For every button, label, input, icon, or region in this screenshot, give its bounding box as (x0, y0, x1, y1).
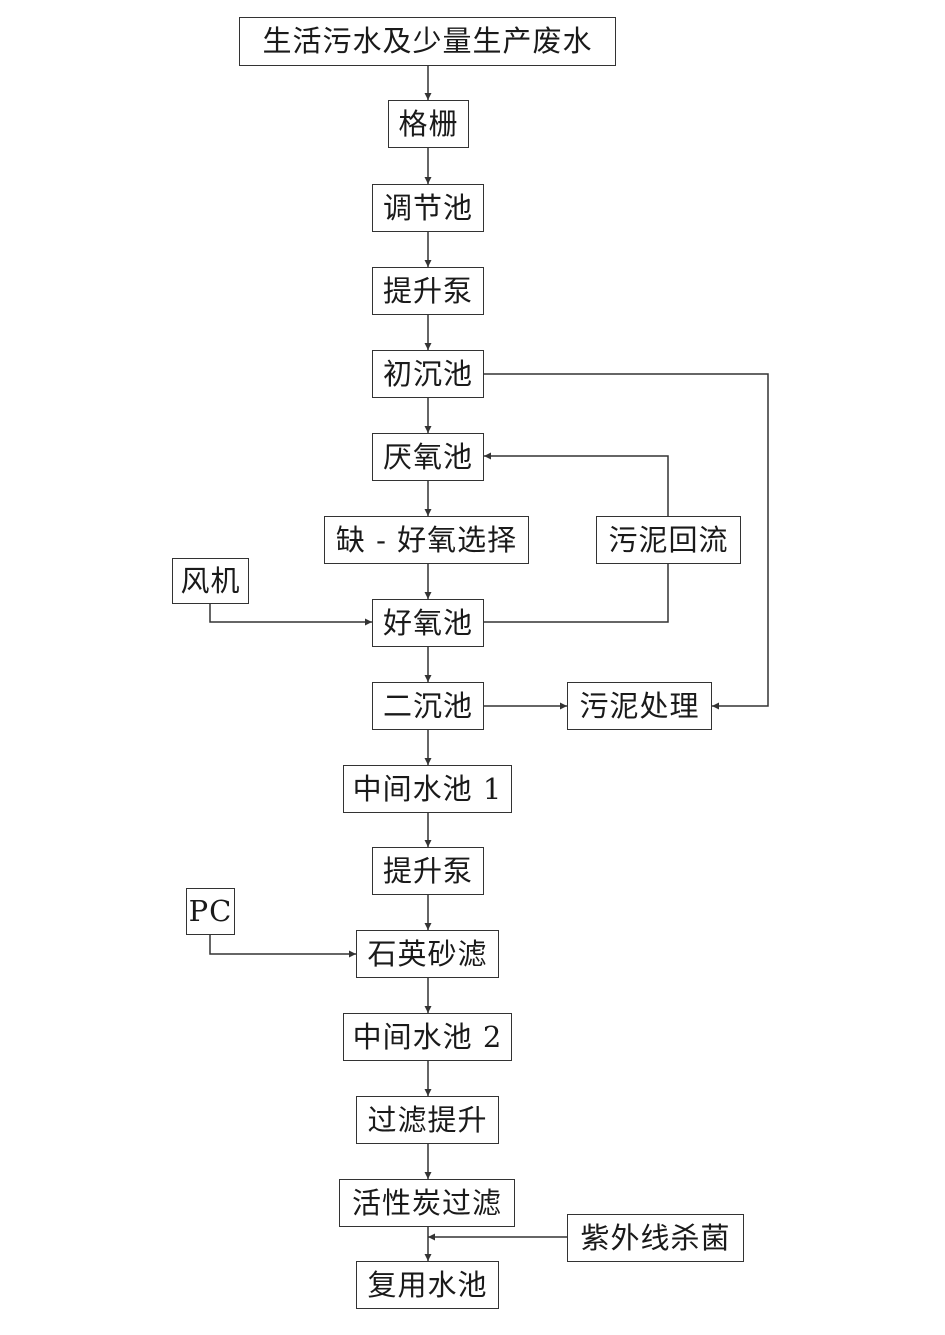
node-grille: 格栅 (388, 100, 469, 148)
edge-aerobic-via-sludge-return (484, 564, 669, 623)
node-activated-carbon-filter: 活性炭过滤 (339, 1179, 515, 1227)
node-anoxic-aerobic-selector: 缺 - 好氧选择 (324, 516, 529, 564)
node-blower: 风机 (172, 558, 249, 604)
node-filter-lift: 过滤提升 (356, 1096, 499, 1144)
node-anaerobic-tank: 厌氧池 (372, 433, 484, 481)
node-sludge-return: 污泥回流 (596, 516, 741, 564)
edge-blower-to-aerobic (209, 604, 372, 626)
node-equalization-tank: 调节池 (372, 184, 484, 232)
edge-primary-to-sludge-treatment (484, 373, 769, 710)
edge-sludge-return-to-anaerobic (484, 452, 669, 516)
node-quartz-sand-filter: 石英砂滤 (356, 930, 499, 978)
node-reuse-tank: 复用水池 (356, 1261, 499, 1309)
node-pc: PC (186, 888, 235, 935)
node-lift-pump-1: 提升泵 (372, 267, 484, 315)
node-intermediate-tank-1: 中间水池 1 (343, 765, 512, 813)
node-source: 生活污水及少量生产废水 (239, 17, 616, 66)
node-primary-settling: 初沉池 (372, 350, 484, 398)
node-aerobic-tank: 好氧池 (372, 599, 484, 647)
node-intermediate-tank-2: 中间水池 2 (343, 1013, 512, 1061)
node-lift-pump-2: 提升泵 (372, 847, 484, 895)
node-uv-sterilization: 紫外线杀菌 (567, 1214, 744, 1262)
edge-pc-to-quartz (209, 935, 356, 958)
node-secondary-settling: 二沉池 (372, 682, 484, 730)
node-sludge-treatment: 污泥处理 (567, 682, 712, 730)
